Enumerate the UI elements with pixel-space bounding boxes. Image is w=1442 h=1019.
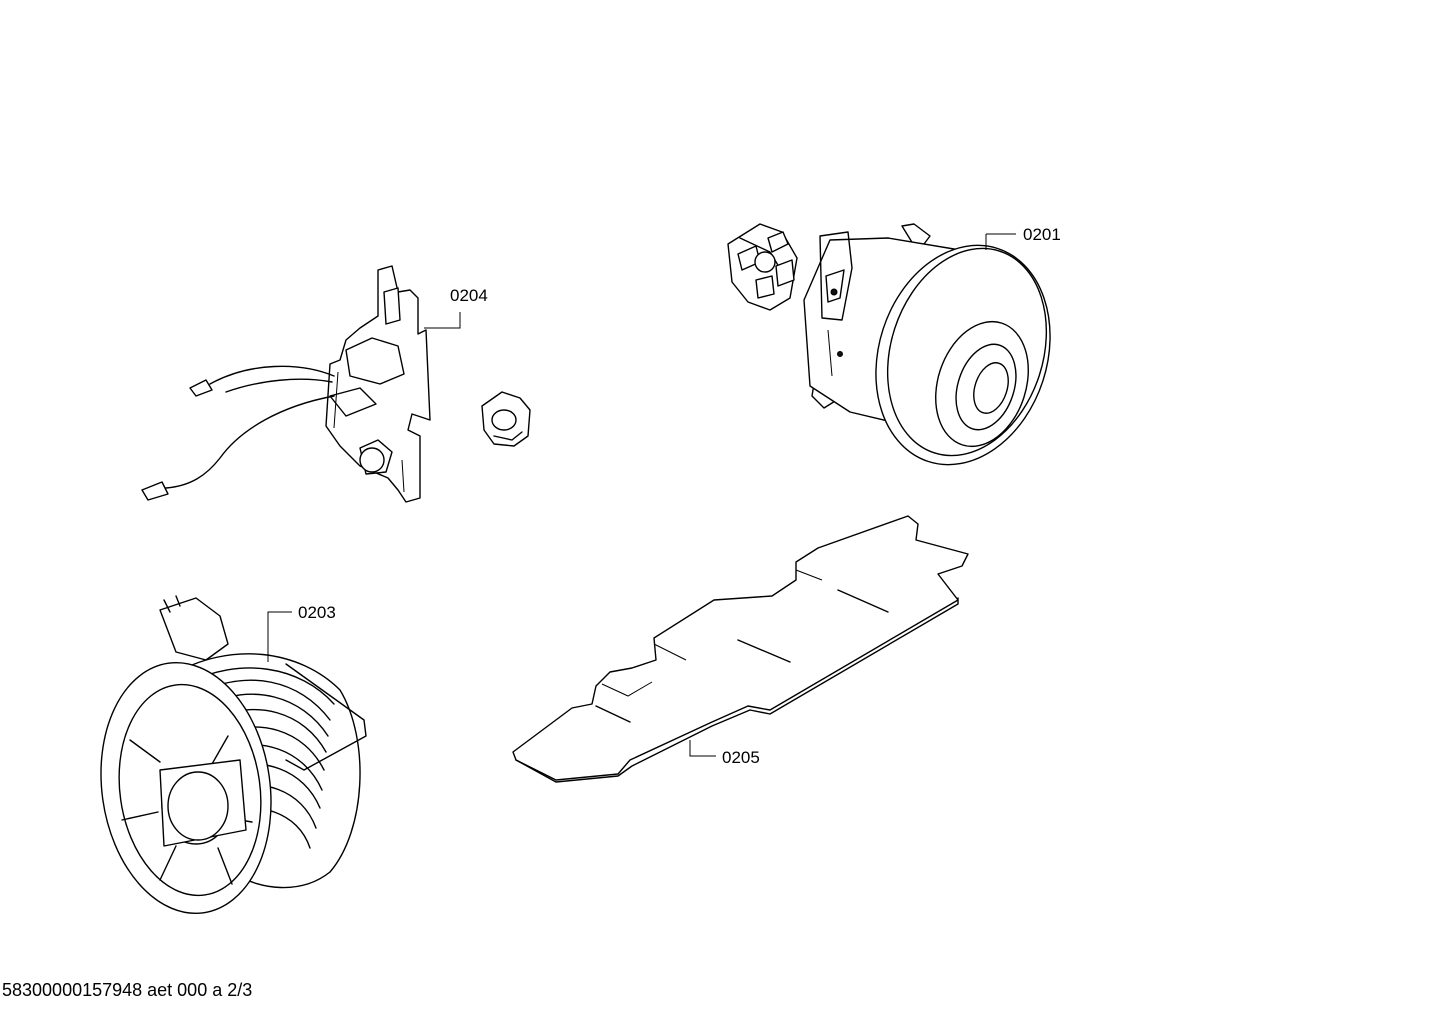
motor-connector-block	[727, 223, 798, 311]
leader-line-0205	[689, 740, 716, 757]
callout-0204: 0204	[450, 286, 488, 305]
vacuum-motor-illustration: 0201	[727, 223, 1061, 466]
callout-0203: 0203	[298, 603, 336, 622]
leader-line-0204	[424, 312, 461, 329]
small-clip-part	[481, 391, 531, 447]
leader-line-0201	[985, 233, 1016, 250]
drawing-reference-number: 58300000157948 aet 000 a 2/3	[2, 980, 253, 1000]
cable-reel-illustration: 0203	[100, 595, 367, 915]
callout-0205: 0205	[722, 748, 760, 767]
callout-0201: 0201	[1023, 225, 1061, 244]
motor-body	[803, 223, 1051, 466]
insulation-plate-illustration: 0205	[512, 515, 969, 783]
leader-line-0203	[267, 611, 292, 662]
circuit-board-illustration: 0204	[141, 265, 488, 503]
